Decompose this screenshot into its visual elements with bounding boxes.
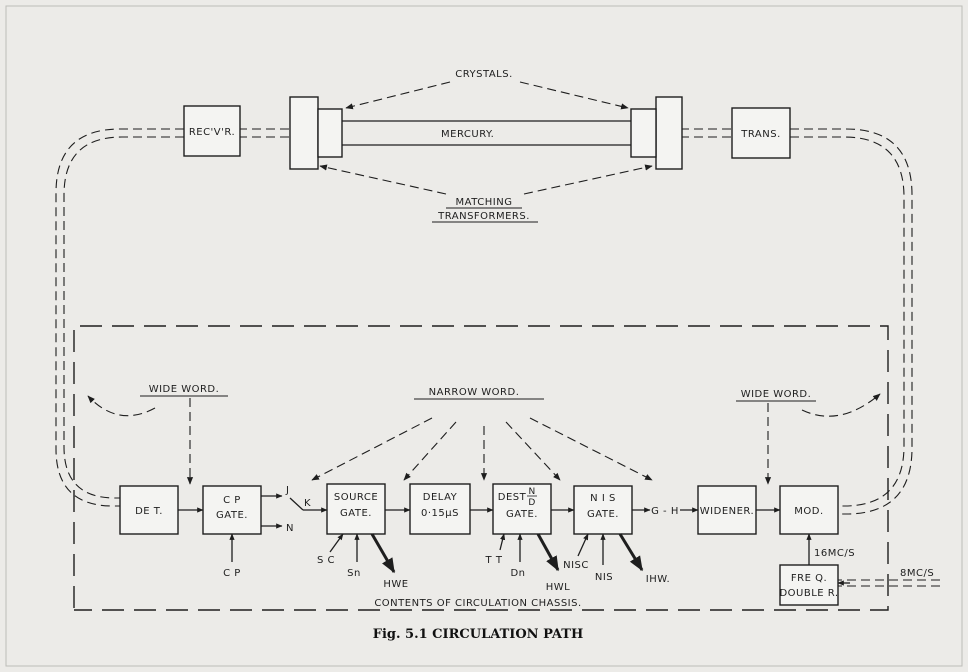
ihw-label: IHW.	[646, 574, 670, 585]
page-border	[5, 5, 963, 667]
source-gate-label-1: SOURCE	[334, 492, 378, 503]
crystals-label: CRYSTALS.	[455, 69, 513, 80]
widener-label: WIDENER.	[700, 506, 754, 517]
nis-gate-label-2: GATE.	[587, 509, 619, 520]
cp-gate-label-1: C P	[223, 495, 241, 506]
dest-gate-label-2: GATE.	[506, 509, 538, 520]
narrow-word-label: NARROW WORD.	[429, 387, 520, 398]
left-transformer	[317, 108, 343, 158]
cp-gate-label-2: GATE.	[216, 510, 248, 521]
widener-block	[697, 485, 757, 535]
source-gate-label-2: GATE.	[340, 508, 372, 519]
freq-doubler-block	[779, 564, 839, 606]
sn-label: Sn	[347, 568, 361, 579]
sc-label: S C	[317, 555, 335, 566]
signal-flow	[178, 493, 940, 587]
freq-doubler-label-2: DOUBLE R.	[779, 588, 838, 599]
det-block	[119, 485, 179, 535]
wide-word-right-label: WIDE WORD.	[741, 389, 812, 400]
dest-gate-sup: N	[528, 487, 535, 497]
delay-label-1: DELAY	[423, 492, 458, 503]
delay-block	[409, 483, 471, 535]
transmitter-label: TRANS.	[740, 129, 781, 140]
dn-label: Dn	[510, 568, 525, 579]
j-label: J	[285, 485, 289, 496]
mercury-label: MERCURY.	[441, 129, 494, 140]
det-label: DE T.	[135, 506, 163, 517]
mercury-delay-line: MERCURY.	[289, 96, 683, 170]
n-label: N	[286, 523, 294, 534]
control-inputs	[229, 533, 644, 574]
nis-label: NIS	[595, 572, 613, 583]
g-h-label: G - H	[651, 506, 679, 517]
chassis-label: CONTENTS OF CIRCULATION CHASSIS.	[374, 598, 581, 609]
freq-doubler-label-1: FRE Q.	[791, 573, 827, 584]
right-transformer	[630, 108, 657, 158]
nisc-label: NISC	[563, 560, 589, 571]
tt-label: T T	[485, 555, 503, 566]
sixteen-mcs-label: 16MC/S	[814, 548, 855, 559]
cp-input-label: C P	[223, 568, 241, 579]
eight-mcs-label: 8MC/S	[900, 568, 934, 579]
wide-word-left-label: WIDE WORD.	[149, 384, 220, 395]
receiver-label: REC'V'R.	[189, 127, 235, 138]
delay-label-2: 0·15µS	[421, 508, 459, 519]
right-crystal	[655, 96, 683, 170]
chassis-boundary	[73, 325, 889, 611]
dest-gate-label-1: DEST	[498, 492, 527, 503]
figure-caption: Fig. 5.1 CIRCULATION PATH	[373, 627, 584, 642]
hwl-label: HWL	[546, 582, 570, 593]
source-gate-block	[326, 483, 386, 535]
dest-gate-sub: D	[528, 498, 535, 508]
matching-label-line2: TRANSFORMERS.	[437, 211, 530, 222]
nis-gate-label-1: N I S	[590, 493, 616, 504]
left-crystal	[289, 96, 319, 170]
hwe-label: HWE	[383, 579, 408, 590]
mod-label: MOD.	[794, 506, 823, 517]
circulation-loop	[55, 128, 913, 515]
receiver-block	[183, 105, 241, 157]
k-label: K	[304, 498, 311, 509]
transmitter-block	[731, 107, 791, 159]
matching-label-line1: MATCHING	[456, 197, 513, 208]
